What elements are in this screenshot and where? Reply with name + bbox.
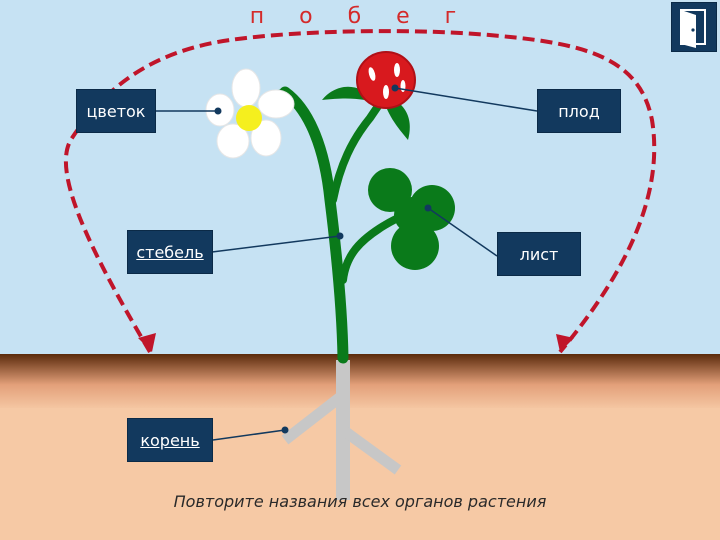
diagram-title: п о б е г <box>249 4 471 29</box>
label-leaf-text: лист <box>519 244 559 264</box>
exit-door-icon <box>680 9 706 48</box>
flower <box>205 68 295 159</box>
fruit-connector <box>394 87 538 112</box>
leaf-connector <box>427 207 498 257</box>
arc-arrow-right <box>556 334 574 352</box>
label-fruit[interactable]: плод <box>537 89 621 133</box>
label-flower[interactable]: цветок <box>76 89 156 133</box>
fruit-sepal-left <box>322 86 365 100</box>
label-flower-text: цветок <box>86 101 146 121</box>
arc-arrow-left <box>138 333 156 352</box>
stem-connector <box>211 235 341 253</box>
label-leaf[interactable]: лист <box>497 232 581 276</box>
root <box>281 360 402 500</box>
connector-dots <box>214 84 432 434</box>
label-stem[interactable]: стебель <box>127 230 213 274</box>
fruit-berry <box>356 51 416 109</box>
label-fruit-text: плод <box>558 101 600 121</box>
root-connector <box>212 429 286 441</box>
soil-background <box>0 408 720 540</box>
sky-background <box>0 0 720 356</box>
soil-horizon <box>0 354 720 410</box>
leaf <box>368 168 455 270</box>
label-stem-text: стебель <box>136 242 204 262</box>
fruit-sepal-right <box>385 100 410 140</box>
instruction-text: Повторите названия всех органов растения <box>173 492 547 511</box>
connector-lines <box>155 87 538 441</box>
label-root[interactable]: корень <box>127 418 213 462</box>
shoot-arc <box>63 29 657 354</box>
exit-button[interactable] <box>671 2 717 52</box>
label-root-text: корень <box>140 430 200 450</box>
